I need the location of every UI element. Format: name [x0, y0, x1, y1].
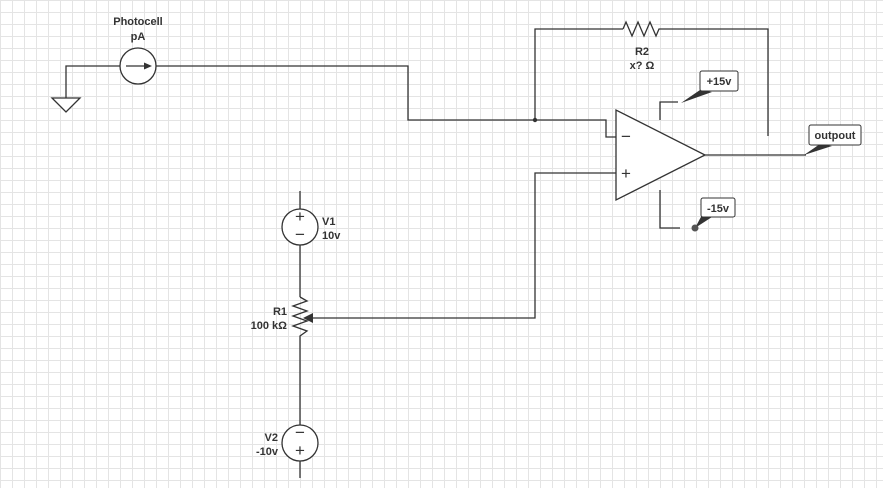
r1-value: 100 kΩ: [251, 320, 288, 332]
resistor-icon: [622, 20, 662, 38]
junction-dot: [532, 117, 538, 123]
terminal-dot-icon: [691, 224, 699, 232]
r1-label: R1: [273, 306, 287, 318]
tag-box: [808, 124, 862, 146]
tag-pointer: [681, 90, 712, 103]
op-amp[interactable]: − +: [615, 108, 707, 202]
r2-label: R2: [635, 46, 649, 58]
photocell[interactable]: Photocell pA: [113, 16, 163, 85]
photocell-to-inverting-wire: [156, 65, 616, 138]
v1-label: V1: [322, 216, 335, 228]
inverting-input-sign: −: [621, 127, 631, 146]
potentiometer-r1[interactable]: R1 100 kΩ: [251, 296, 313, 338]
resistor-icon: [291, 296, 309, 338]
output-tag[interactable]: outpout: [804, 124, 862, 155]
neg-supply-label: -15v: [707, 203, 730, 215]
wires: [65, 28, 806, 478]
tag-box: [700, 197, 736, 218]
pos-supply-label: +15v: [707, 76, 733, 88]
v1-minus-sign: −: [295, 225, 305, 244]
pos-supply-tag[interactable]: +15v: [681, 70, 739, 103]
voltage-source-icon: [281, 424, 319, 462]
noninverting-input-sign: +: [621, 164, 631, 183]
op-amp-triangle-icon: [615, 108, 707, 202]
feedback-left-wire: [534, 28, 623, 120]
neg-supply-tag[interactable]: -15v: [691, 197, 736, 232]
photocell-label: Photocell: [113, 16, 163, 28]
v2-plus-sign: +: [295, 441, 305, 460]
tag-box: [699, 70, 739, 92]
v1-plus-sign: +: [295, 207, 305, 226]
resistor-r2[interactable]: R2 x? Ω: [622, 20, 662, 72]
voltage-source-icon: [281, 208, 319, 246]
feedback-right-wire: [662, 28, 769, 136]
pos-supply-wire: [659, 101, 678, 120]
neg-supply-wire: [659, 190, 680, 229]
ground-icon: [50, 97, 82, 113]
v2-label: V2: [265, 432, 278, 444]
voltage-source-v1[interactable]: + − V1 10v: [281, 207, 341, 246]
tag-pointer: [695, 215, 712, 228]
photocell-value: pA: [131, 31, 146, 43]
v2-value: -10v: [256, 446, 279, 458]
voltage-source-v2[interactable]: − + V2 -10v: [256, 423, 319, 462]
ground-wire: [65, 65, 120, 98]
noninverting-wire: [305, 172, 616, 319]
v1-value: 10v: [322, 230, 341, 242]
arrow-head-icon: [144, 62, 152, 70]
r2-value: x? Ω: [630, 60, 655, 72]
tag-pointer: [804, 144, 832, 155]
v2-minus-sign: −: [295, 423, 305, 442]
output-label: outpout: [815, 130, 856, 142]
wiper-arrow-icon: [303, 313, 313, 323]
